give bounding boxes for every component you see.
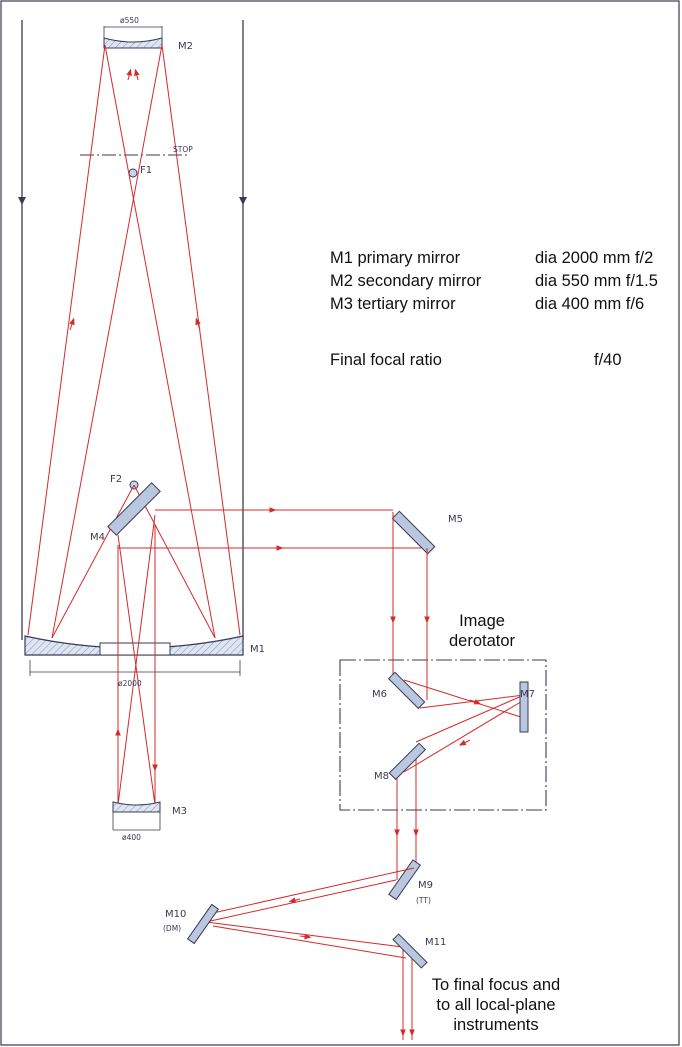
m2-label: M2	[178, 41, 193, 52]
m9-subtitle: (TT)	[416, 896, 431, 905]
derotator-rays	[392, 512, 525, 880]
m4-fold-mirror	[107, 482, 161, 536]
m1-diameter-label: ø2000	[118, 679, 142, 688]
derotator-box	[339, 659, 547, 811]
f2-label: F2	[110, 474, 122, 485]
m9-tip-tilt-mirror	[388, 859, 422, 901]
stop-label: STOP	[173, 145, 193, 154]
telescope-rays	[27, 44, 241, 639]
spec-3-value: dia 400 mm f/6	[535, 295, 644, 313]
spec-1-value: dia 2000 mm f/2	[535, 249, 653, 267]
final-focal-ratio-value: f/40	[594, 351, 622, 369]
final-focus-line2: to all local-plane	[436, 996, 555, 1014]
m2-diameter-label: ø550	[120, 16, 139, 25]
m6-derotator-mirror	[387, 671, 426, 710]
spec-3-name: M3 tertiary mirror	[330, 295, 456, 313]
output-rays	[205, 867, 415, 1040]
m4-label: M4	[90, 532, 105, 543]
m1-label: M1	[250, 644, 265, 655]
f1-focus-marker	[128, 168, 138, 178]
m11-fold-mirror	[392, 933, 428, 969]
final-focus-line3: instruments	[453, 1016, 538, 1034]
m11-label: M11	[425, 937, 446, 948]
spec-2-name: M2 secondary mirror	[330, 272, 482, 290]
m9-label: M9	[418, 880, 433, 891]
spec-2-value: dia 550 mm f/1.5	[535, 272, 658, 290]
m10-subtitle: (DM)	[163, 924, 181, 933]
nasmyth-rays	[117, 509, 430, 806]
m8-label: M8	[374, 771, 389, 782]
final-focus-line1: To final focus and	[432, 976, 560, 994]
m3-diameter-label: ø400	[122, 833, 141, 842]
incoming-arrow-left	[18, 197, 26, 205]
derotator-title-line2: derotator	[449, 632, 516, 650]
incoming-arrow-right	[239, 197, 247, 205]
m7-label: M7	[520, 689, 535, 700]
m7-derotator-mirror	[519, 681, 529, 733]
final-focal-ratio-label: Final focal ratio	[330, 351, 442, 369]
m8-derotator-mirror	[388, 742, 427, 781]
m1-primary-mirror	[24, 635, 244, 676]
m10-label: M10	[165, 909, 186, 920]
m10-deformable-mirror	[186, 903, 220, 945]
m6-label: M6	[372, 689, 387, 700]
m2-secondary-mirror	[103, 26, 163, 49]
m3-label: M3	[172, 806, 187, 817]
m5-label: M5	[448, 514, 463, 525]
m3-tertiary-mirror	[112, 801, 161, 831]
f1-label: F1	[140, 165, 152, 176]
derotator-title-line1: Image	[459, 612, 505, 630]
spec-1-name: M1 primary mirror	[330, 249, 461, 267]
m5-fold-mirror	[391, 510, 436, 555]
